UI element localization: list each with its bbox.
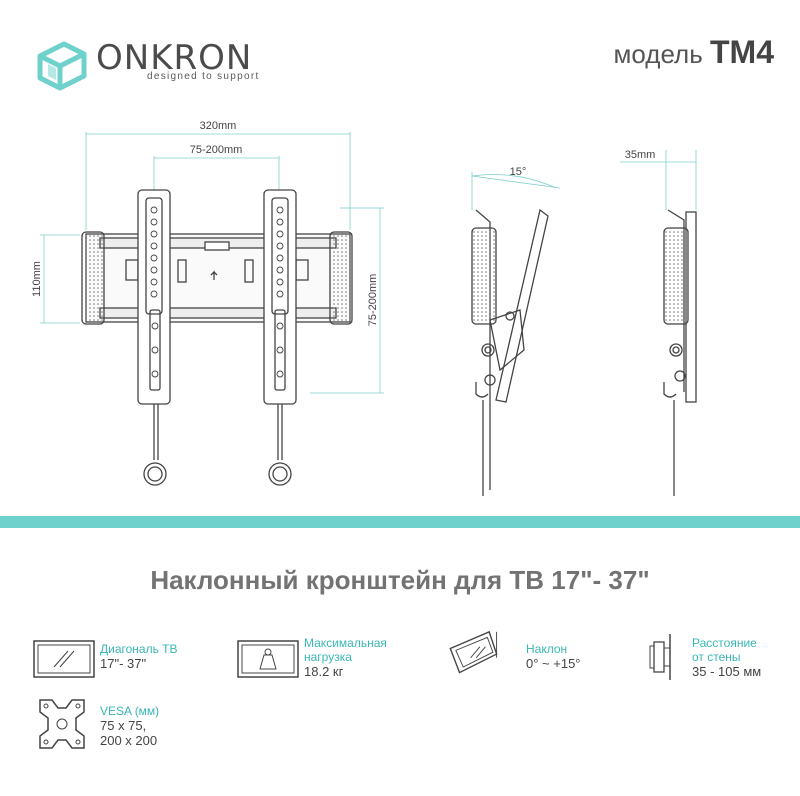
brand-name: ONKRON [96,38,253,78]
dim-height-vesa-label: 75-200mm [367,274,379,327]
spec-diagonal: Диагональ ТВ 17"- 37" [100,642,178,671]
spec-value: 75 x 75, [100,718,147,733]
dim-width-total-label: 320mm [200,120,237,132]
front-view [40,132,384,486]
spec-value: 18.2 кг [304,664,344,679]
spec-label: нагрузка [304,650,352,664]
vesa-icon [39,699,85,749]
spec-label: VESA (мм) [100,704,160,718]
spec-max-load: Максимальная нагрузка 18.2 кг [304,636,387,679]
side-view-tilted [471,172,561,496]
spec-wall-distance: Расстояние от стены 35 - 105 мм [692,636,761,679]
side-view-flat [620,150,697,496]
brand-tagline: designed to support [147,71,260,82]
spec-value: 0° ~ +15° [526,656,581,671]
spec-label: от стены [692,650,741,664]
dim-tilt-angle-label: 15° [510,166,527,178]
dim-width-vesa-label: 75-200mm [190,144,243,156]
model-heading: модель TM4 [614,34,774,71]
onkron-logo-icon [37,41,87,91]
tilt-icon [449,630,498,674]
spec-value: 35 - 105 мм [692,664,762,679]
dim-width-total [40,132,384,394]
model-code: TM4 [710,34,774,70]
spec-label: Расстояние [692,636,757,650]
product-title: Наклонный кронштейн для ТВ 17"- 37" [150,565,650,595]
spec-label: Наклон [526,642,568,656]
spec-label: Максимальная [304,636,387,650]
model-label: модель [613,39,703,69]
spec-label: Диагональ ТВ [100,642,178,656]
spec-value: 200 x 200 [100,733,158,748]
arm-holes [150,206,284,378]
technical-diagram: 320mm 75-200mm 110mm 75-200mm 15° [31,120,697,496]
dim-height-plate-label: 110mm [31,261,43,297]
accent-divider [0,516,800,528]
weight-icon [237,640,299,678]
spec-tilt: Наклон 0° ~ +15° [526,642,581,671]
tv-diagonal-icon [33,640,95,678]
wall-distance-icon [649,634,671,680]
dim-wall-distance-label: 35mm [625,149,656,161]
spec-vesa: VESA (мм) 75 x 75, 200 x 200 [100,704,159,748]
spec-value: 17"- 37" [100,656,147,671]
